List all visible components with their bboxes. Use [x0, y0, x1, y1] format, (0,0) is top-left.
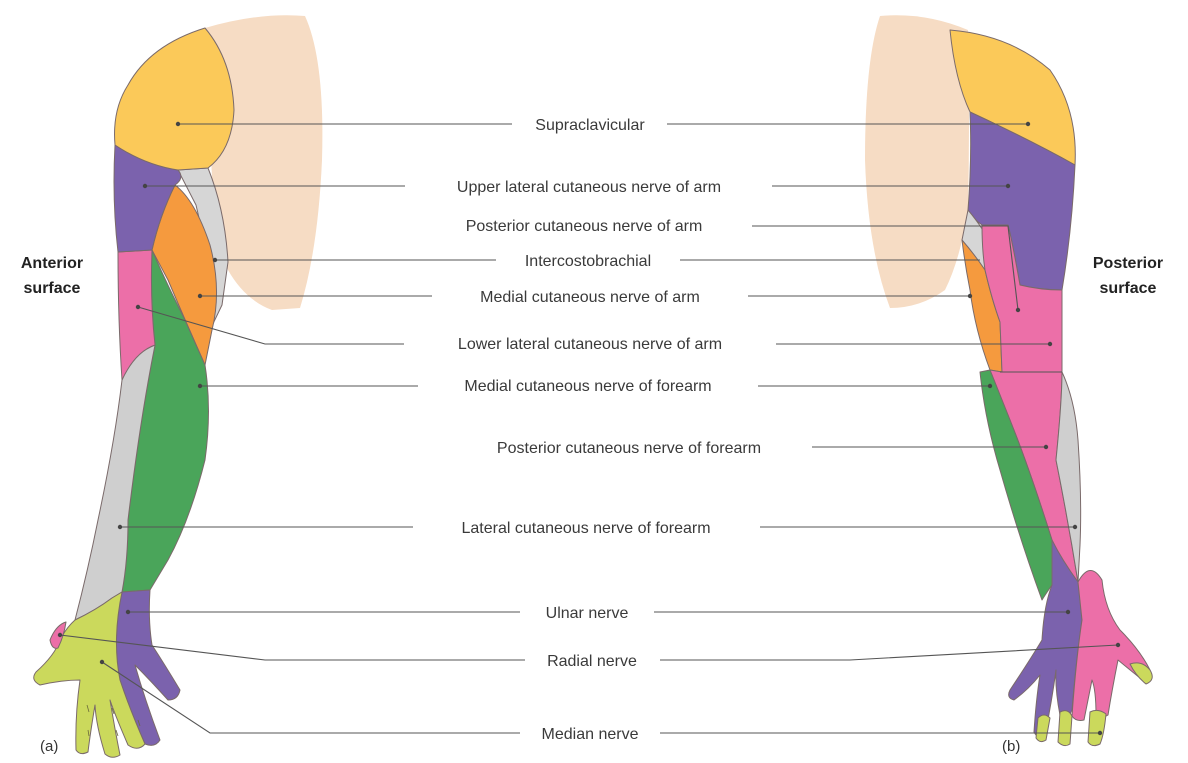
leader-dot — [988, 384, 992, 388]
leader-dot — [1016, 308, 1020, 312]
leader-dot — [198, 294, 202, 298]
posterior-title-line1: Posterior — [1093, 255, 1163, 272]
panel-label-a: (a) — [40, 738, 58, 755]
leader-dot — [968, 294, 972, 298]
leader-dot — [136, 305, 140, 309]
leader-dot — [1066, 610, 1070, 614]
leader-dot — [176, 122, 180, 126]
label-medial-forearm: Medial cutaneous nerve of forearm — [464, 378, 711, 395]
label-lateral-forearm: Lateral cutaneous nerve of forearm — [461, 520, 710, 537]
panel-label-b: (b) — [1002, 738, 1020, 755]
leader-dot — [1026, 122, 1030, 126]
posterior-torso-skin — [865, 15, 969, 308]
leader-dot — [1116, 643, 1120, 647]
anterior-title-line1: Anterior — [21, 255, 83, 272]
posterior-arm — [865, 15, 1152, 745]
label-intercostobrachial: Intercostobrachial — [525, 253, 651, 270]
leader-dot — [198, 384, 202, 388]
label-supraclavicular: Supraclavicular — [535, 117, 645, 134]
leader-dot — [143, 184, 147, 188]
anterior-title-line2: surface — [24, 280, 81, 297]
leader-dot — [100, 660, 104, 664]
anterior-supraclavicular-region — [115, 28, 234, 170]
leader-median — [102, 662, 1100, 733]
leader-dot — [1044, 445, 1048, 449]
label-upper-lateral-arm: Upper lateral cutaneous nerve of arm — [457, 179, 721, 196]
leader-dot — [213, 258, 217, 262]
leader-dot — [58, 633, 62, 637]
leader-dot — [1048, 342, 1052, 346]
nerve-labels: Supraclavicular Upper lateral cutaneous … — [457, 117, 761, 743]
label-median: Median nerve — [542, 726, 639, 743]
leader-dot — [1073, 525, 1077, 529]
leader-dot — [126, 610, 130, 614]
label-ulnar: Ulnar nerve — [546, 605, 629, 622]
label-medial-arm: Medial cutaneous nerve of arm — [480, 289, 700, 306]
label-posterior-arm: Posterior cutaneous nerve of arm — [466, 218, 703, 235]
leader-dot — [118, 525, 122, 529]
label-radial: Radial nerve — [547, 653, 637, 670]
leader-dot — [1006, 184, 1010, 188]
label-posterior-forearm: Posterior cutaneous nerve of forearm — [497, 440, 761, 457]
leader-dot — [1098, 731, 1102, 735]
label-lower-lateral-arm: Lower lateral cutaneous nerve of arm — [458, 336, 722, 353]
posterior-title-line2: surface — [1100, 280, 1157, 297]
